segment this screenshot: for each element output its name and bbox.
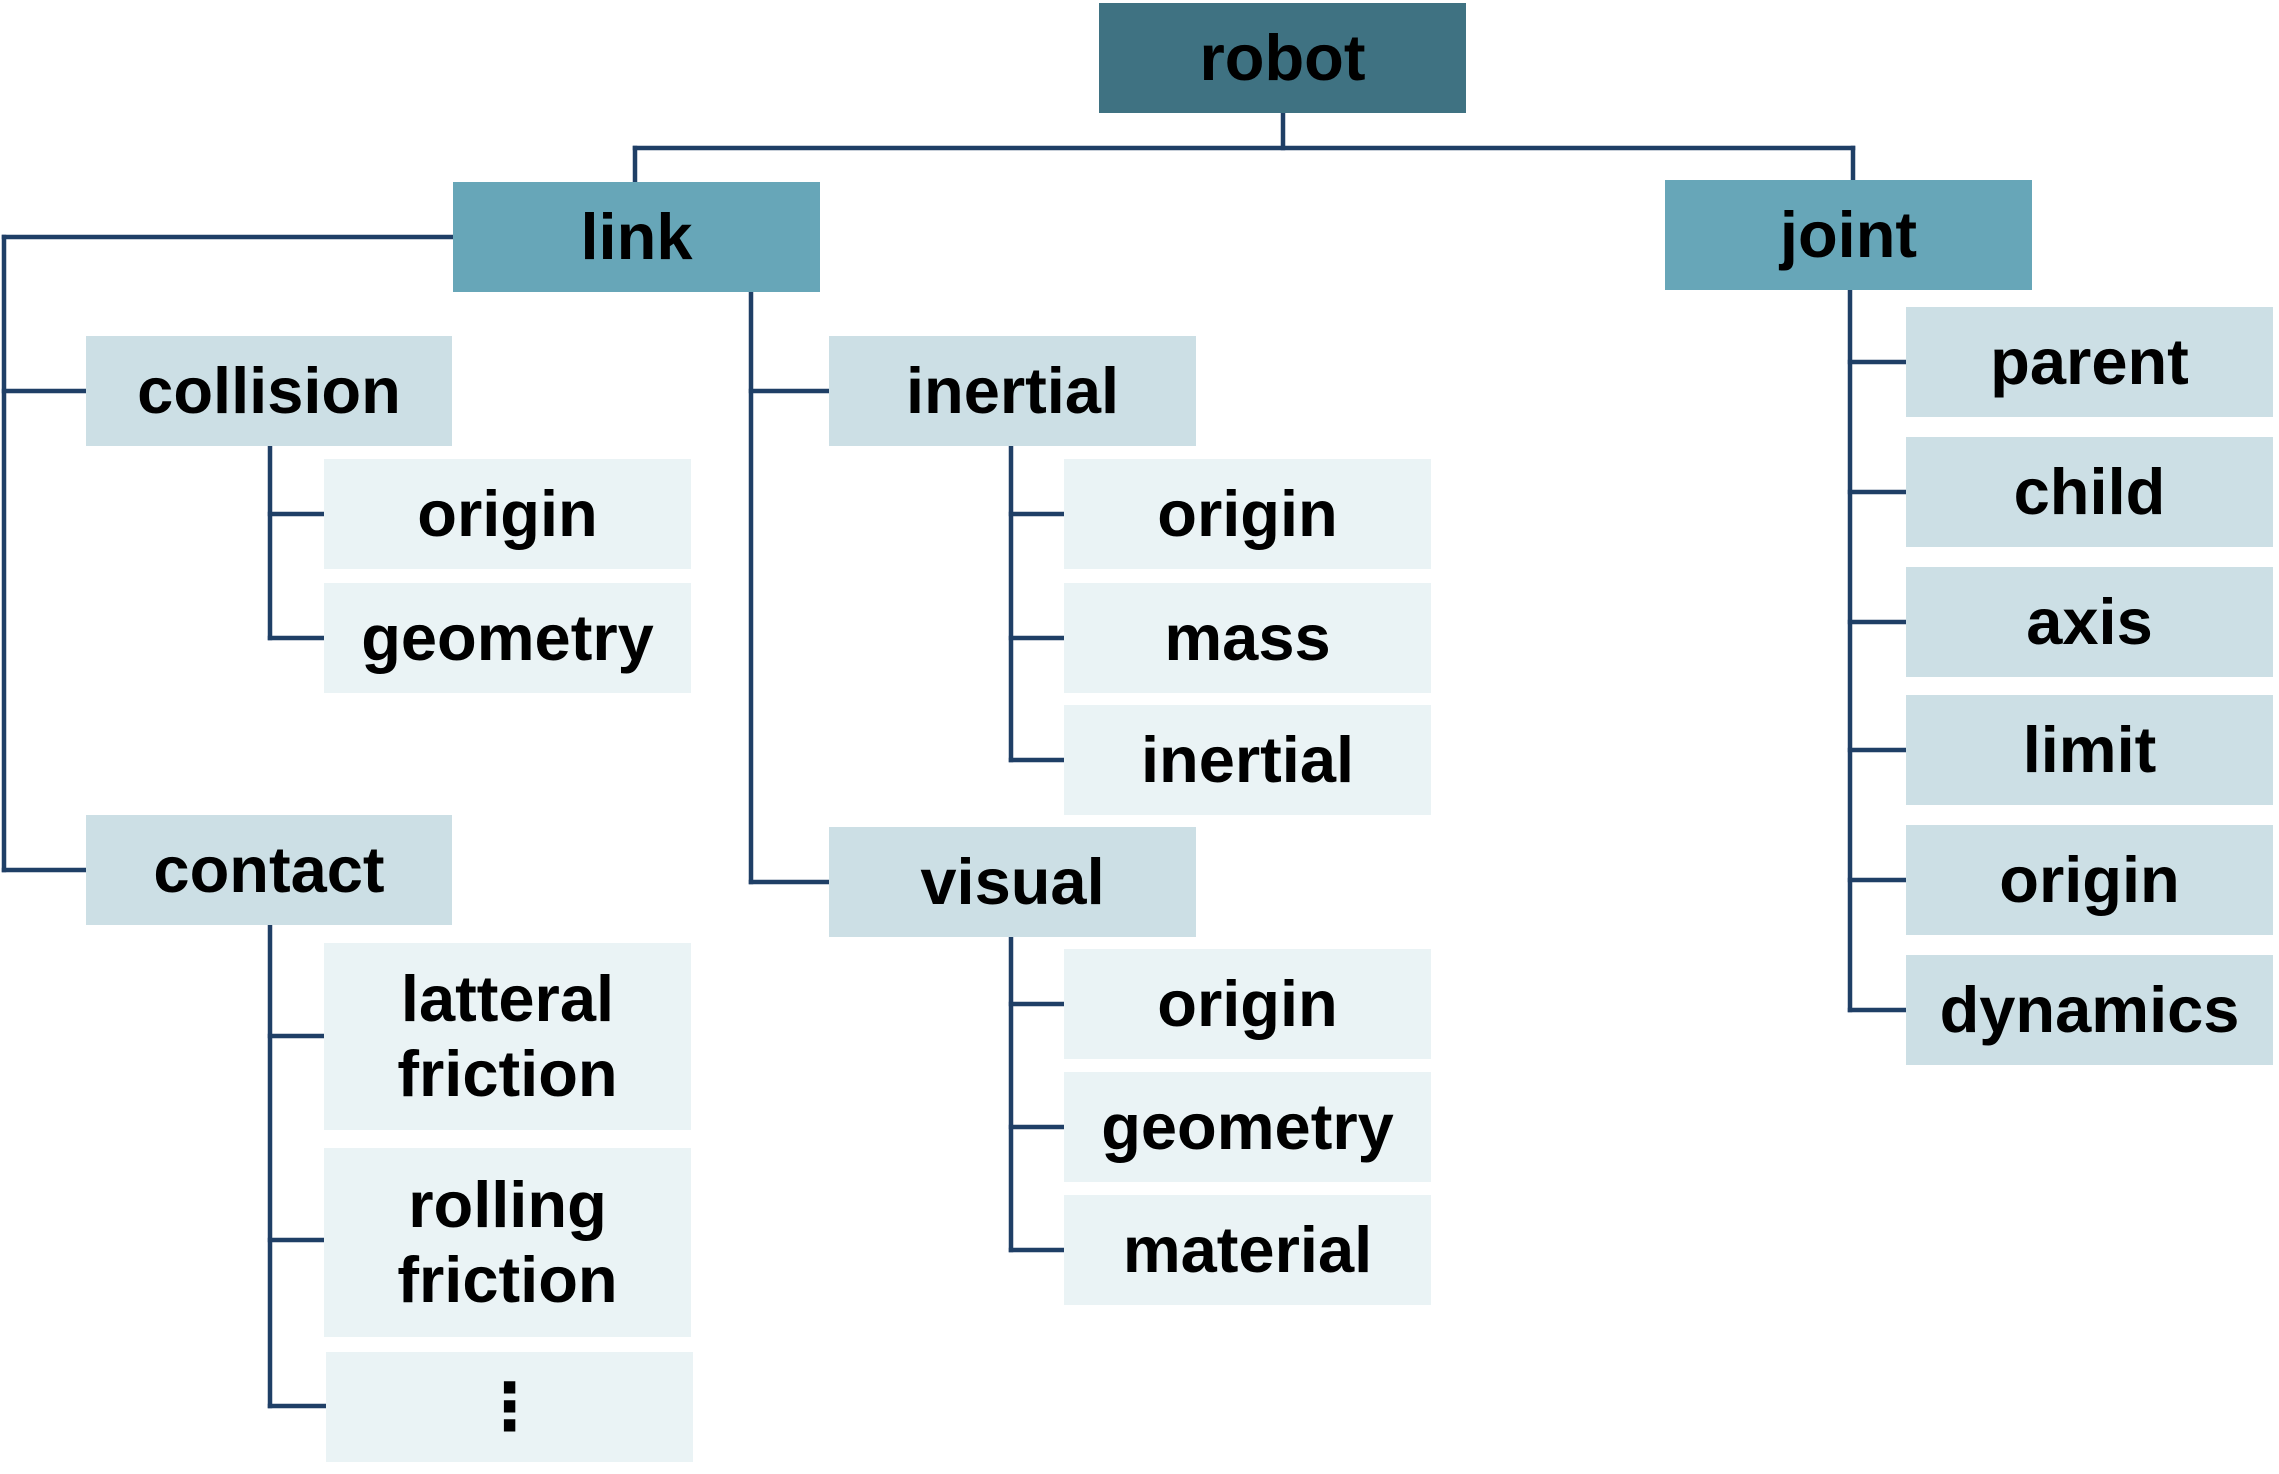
node-collision-origin-label: origin [417, 476, 598, 550]
node-collision-origin: origin [324, 459, 691, 569]
node-collision-label: collision [137, 353, 401, 427]
node-link-label: link [580, 199, 693, 273]
node-joint-parent: parent [1906, 307, 2273, 417]
node-collision: collision [86, 336, 452, 446]
node-visual-label: visual [920, 844, 1105, 918]
node-visual-geometry-label: geometry [1101, 1089, 1394, 1163]
node-inertial-inertial-label: inertial [1140, 722, 1355, 796]
node-visual-material: material [1064, 1195, 1431, 1305]
node-inertial-inertial: inertial [1064, 705, 1431, 815]
node-inertial-label: inertial [905, 353, 1120, 427]
node-link: link [453, 182, 820, 292]
node-lateral-friction: latteral friction [324, 943, 691, 1130]
node-inertial-mass-label: mass [1164, 600, 1331, 674]
node-joint-limit: limit [1906, 695, 2273, 805]
node-lateral-friction-label: latteral friction [397, 961, 618, 1110]
node-joint-axis-label: axis [2026, 584, 2153, 658]
node-joint: joint [1665, 180, 2032, 290]
node-robot: robot [1099, 3, 1466, 113]
node-visual-geometry: geometry [1064, 1072, 1431, 1182]
node-rolling-friction: rolling friction [324, 1148, 691, 1337]
node-inertial-mass: mass [1064, 583, 1431, 693]
node-collision-geometry-label: geometry [361, 600, 654, 674]
node-joint-parent-label: parent [1990, 324, 2189, 398]
node-joint-child-label: child [2013, 454, 2166, 528]
node-robot-label: robot [1199, 20, 1366, 94]
node-collision-geometry: geometry [324, 583, 691, 693]
node-visual-origin: origin [1064, 949, 1431, 1059]
node-joint-dynamics: dynamics [1906, 955, 2273, 1065]
node-joint-limit-label: limit [2022, 712, 2157, 786]
node-joint-origin-label: origin [1999, 842, 2180, 916]
node-inertial-origin-label: origin [1157, 476, 1338, 550]
node-contact-more: ⋮ [326, 1352, 693, 1462]
node-contact-more-label: ⋮ [477, 1369, 542, 1443]
node-contact-label: contact [153, 832, 385, 906]
node-joint-axis: axis [1906, 567, 2273, 677]
node-joint-origin: origin [1906, 825, 2273, 935]
node-rolling-friction-label: rolling friction [397, 1167, 618, 1316]
node-joint-dynamics-label: dynamics [1939, 972, 2240, 1046]
node-joint-child: child [1906, 437, 2273, 547]
node-visual: visual [829, 827, 1196, 937]
node-visual-material-label: material [1122, 1212, 1373, 1286]
node-inertial-origin: origin [1064, 459, 1431, 569]
node-joint-label: joint [1779, 197, 1918, 271]
node-inertial: inertial [829, 336, 1196, 446]
node-visual-origin-label: origin [1157, 966, 1338, 1040]
node-contact: contact [86, 815, 452, 925]
